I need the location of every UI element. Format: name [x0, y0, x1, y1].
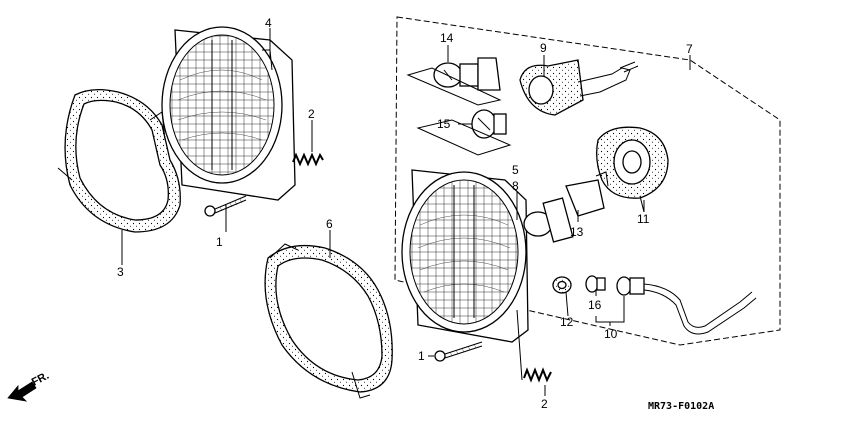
callout-10: 10 [604, 327, 618, 341]
callout-8: 8 [512, 179, 519, 193]
callout-16: 16 [588, 298, 602, 312]
bulb-15 [471, 109, 507, 139]
grommet-12 [552, 276, 572, 294]
rear-case-11 [596, 126, 669, 213]
callout-11: 11 [637, 212, 650, 226]
callout-4: 4 [265, 16, 272, 30]
callout-3: 3 [117, 265, 124, 279]
assembly-box-7 [394, 16, 781, 346]
front-direction-arrow: FR. [7, 370, 51, 402]
screw-1-upper [204, 195, 247, 217]
socket-wire-10 [616, 276, 757, 335]
callout-2-upper: 2 [308, 107, 315, 121]
direction-label: FR. [30, 370, 51, 389]
callout-14: 14 [440, 31, 454, 45]
callout-13: 13 [570, 225, 584, 239]
mounting-ring-3 [57, 88, 181, 233]
headlight-unit-5-8 [401, 169, 529, 343]
callout-7: 7 [686, 42, 693, 56]
spring-2-upper [292, 152, 324, 167]
bulb-15-bracket [416, 119, 512, 156]
headlight-unit-4 [161, 26, 296, 201]
bulb-13 [523, 171, 609, 243]
socket-boot-9 [519, 59, 639, 116]
spring-2-lower [523, 367, 552, 383]
callout-1-lower: 1 [418, 349, 425, 363]
screw-1-lower [434, 341, 483, 362]
diagram-code: MR73-F0102A [648, 401, 714, 412]
callout-labels: 4 2 1 3 6 14 9 7 15 5 8 13 11 16 12 10 1… [117, 16, 693, 411]
bulb-16 [585, 275, 606, 293]
bulb-14-bracket [406, 67, 502, 106]
callout-1-upper: 1 [216, 235, 223, 249]
leader-lines [121, 28, 691, 396]
callout-15: 15 [437, 117, 451, 131]
arrow-icon [7, 381, 37, 402]
callout-9: 9 [540, 41, 547, 55]
callout-2-lower: 2 [541, 397, 548, 411]
mounting-ring-6 [264, 243, 393, 399]
callout-12: 12 [560, 315, 574, 329]
callout-6: 6 [326, 217, 333, 231]
callout-5: 5 [512, 163, 519, 177]
